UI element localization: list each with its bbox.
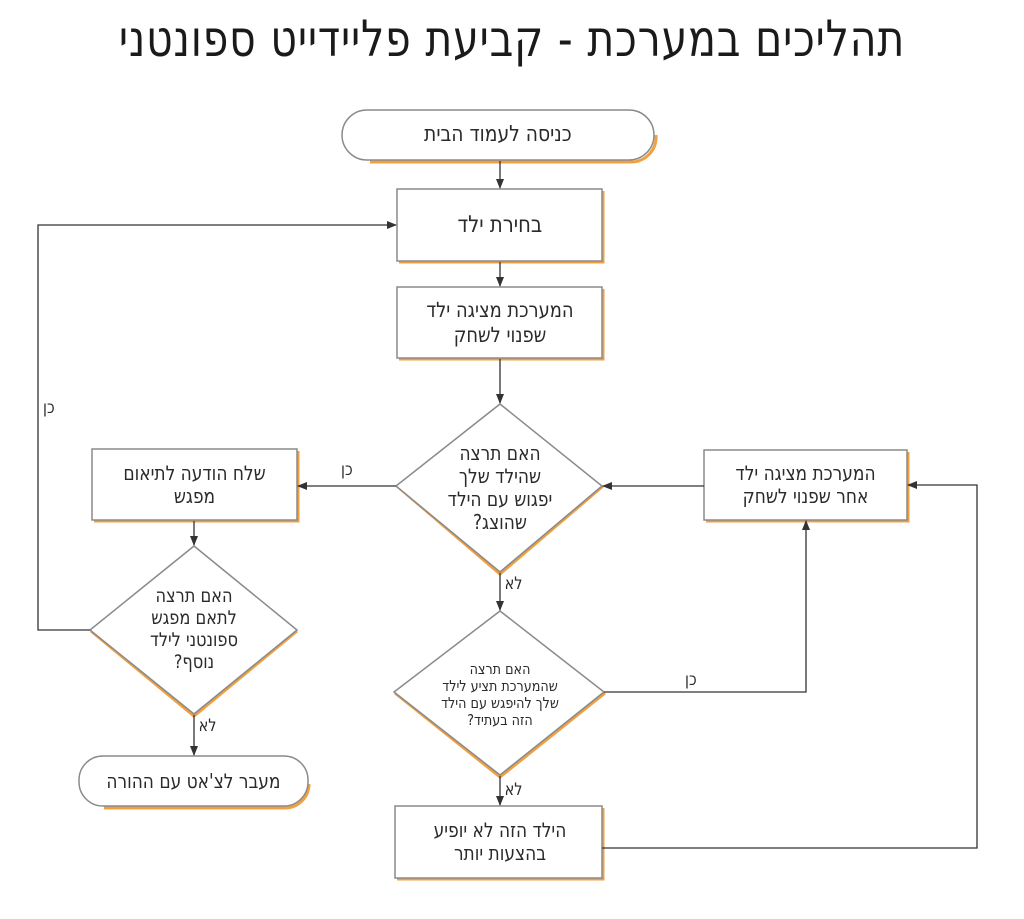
choose-child-text: בחירת ילד: [457, 211, 542, 238]
not-shown-shape[interactable]: [394, 805, 603, 879]
edge-future-yes-to-other: [604, 520, 810, 693]
edge-not-shown-to-other: [602, 481, 978, 849]
decision-meet-shape[interactable]: [394, 403, 604, 573]
edge-another-yes-to-choose: [37, 221, 397, 631]
decision-future-text: האם תרצה שהמערכת תציע לילד שלך להיפגש עם…: [441, 659, 559, 730]
choose-child-shape[interactable]: [396, 188, 603, 262]
decision-meet-label: האם תרצה שהילד שלך יפגוש עם הילד שהוצג?: [430, 430, 570, 545]
send-message-text: שלח הודעה לתיאום מפגש: [123, 460, 266, 508]
show-child-shadow: [399, 289, 605, 361]
decision-meet-text: האם תרצה שהילד שלך יפגוש עם הילד שהוצג?: [447, 440, 553, 534]
choose-child-shadow: [399, 191, 605, 264]
exit-chat-shadow: [104, 783, 311, 810]
show-child-label: המערכת מציגה ילד שפנוי לשחק: [410, 287, 590, 358]
show-other-child-label: המערכת מציגה ילד אחר שפנוי לשחק: [704, 450, 907, 520]
start-shadow: [370, 134, 658, 164]
edge-label-future-no: לא: [504, 780, 523, 800]
choose-child-label: בחירת ילד: [397, 189, 602, 261]
not-shown-text: הילד הזה לא יופיע בהצעות יותר: [433, 818, 567, 865]
send-message-shape[interactable]: [91, 448, 298, 521]
edge-label-future-yes: כן: [685, 670, 697, 690]
exit-chat-text: מעבר לצ'אט עם ההורה: [106, 768, 281, 793]
not-shown-label: הילד הזה לא יופיע בהצעות יותר: [405, 806, 595, 878]
start-label: כניסה לעמוד הבית: [342, 110, 654, 160]
connectors: [37, 161, 978, 849]
exit-chat-label: מעבר לצ'אט עם ההורה: [79, 756, 308, 806]
decision-future-shape[interactable]: [392, 610, 606, 776]
start-text: כניסה לעמוד הבית: [424, 122, 572, 148]
decision-another-text: האם תרצה לתאם מפגש ספונטני לילד נוסף?: [150, 585, 238, 673]
exit-chat-shape[interactable]: [78, 755, 309, 807]
diagram-title: תהליכים במערכת - קביעת פליידייט ספונטני: [118, 10, 906, 68]
shapes: [78, 109, 908, 879]
start-shape[interactable]: [341, 109, 655, 161]
not-shown-shadow: [397, 808, 605, 881]
send-message-label: שלח הודעה לתיאום מפגש: [92, 449, 297, 520]
show-child-shape[interactable]: [396, 286, 603, 359]
show-other-child-text: המערכת מציגה ילד אחר שפנוי לשחק: [735, 461, 876, 508]
show-other-child-shadow: [706, 452, 910, 523]
edge-label-meet-yes: כן: [341, 460, 353, 480]
edge-label-another-yes: כן: [43, 398, 55, 418]
show-other-child-shape[interactable]: [703, 449, 908, 521]
decision-another-label: האם תרצה לתאם מפגש ספונטני לילד נוסף?: [134, 580, 254, 680]
edge-label-another-no: לא: [198, 716, 217, 736]
send-message-shadow: [94, 451, 300, 523]
show-child-text: המערכת מציגה ילד שפנוי לשחק: [426, 298, 574, 347]
decision-future-label: האם תרצה שהמערכת תציע לילד שלך להיפגש עם…: [430, 640, 570, 750]
edge-label-meet-no: לא: [504, 574, 523, 594]
decision-another-shape[interactable]: [88, 545, 299, 715]
